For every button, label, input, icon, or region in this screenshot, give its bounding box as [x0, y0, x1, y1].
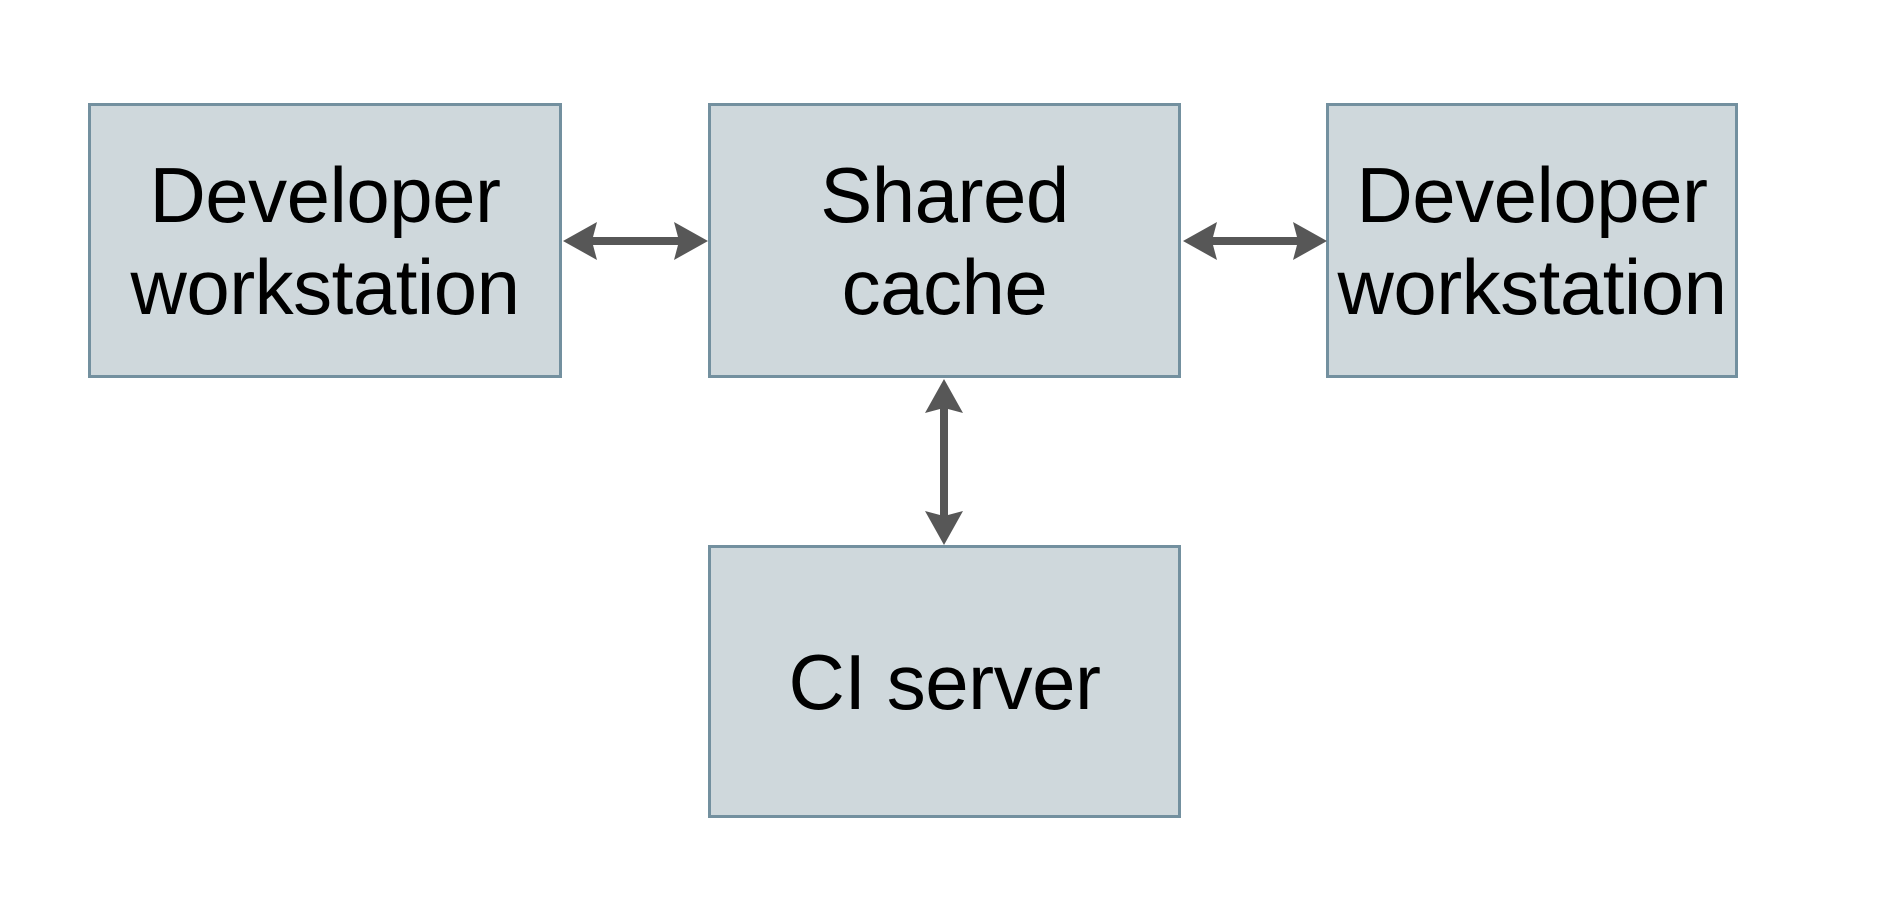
connector-shared-cache-to-workstation-right[interactable]: [1183, 207, 1327, 275]
double-arrow-vertical-icon: [925, 379, 963, 545]
double-arrow-horizontal-icon: [1183, 222, 1327, 260]
double-arrow-horizontal-icon: [563, 222, 708, 260]
node-developer-workstation-left[interactable]: Developer workstation: [88, 103, 562, 378]
node-ci-server[interactable]: CI server: [708, 545, 1181, 818]
node-developer-workstation-right[interactable]: Developer workstation: [1326, 103, 1738, 378]
connector-workstation-left-to-shared-cache[interactable]: [563, 207, 708, 275]
node-label: Developer workstation: [1337, 150, 1728, 331]
node-label: Shared cache: [820, 150, 1069, 331]
node-shared-cache[interactable]: Shared cache: [708, 103, 1181, 378]
connector-ci-server-to-shared-cache[interactable]: [910, 379, 978, 545]
node-label: Developer workstation: [130, 150, 521, 331]
node-label: CI server: [788, 637, 1101, 726]
